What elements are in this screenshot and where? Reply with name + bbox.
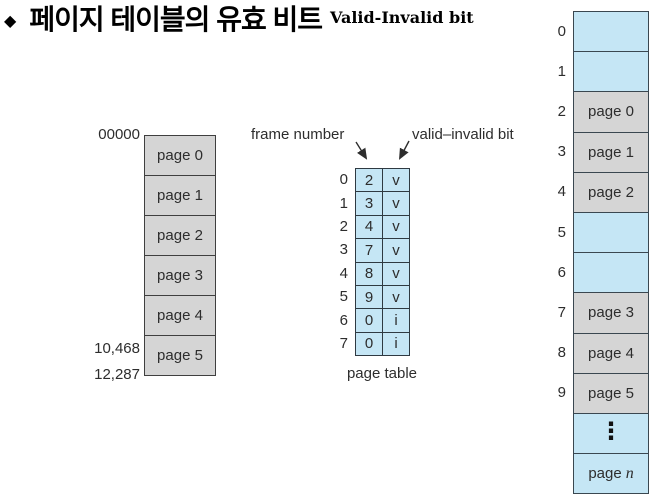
physical-frame-empty [574, 51, 648, 92]
logical-memory-box: page 0 page 1 page 2 page 3 page 4 page … [144, 135, 216, 376]
address-label-top: 00000 [98, 126, 140, 143]
valid-bit-cell: v [383, 169, 409, 192]
page-table-indices: 0 1 2 3 4 5 6 7 [326, 168, 348, 355]
page-table-index: 7 [339, 334, 348, 352]
logical-page-cell: page 4 [145, 295, 215, 335]
frame-index: 0 [557, 22, 566, 40]
logical-page-cell: page 1 [145, 175, 215, 215]
physical-memory-indices: 0 1 2 3 4 5 6 7 8 9 [540, 11, 566, 413]
physical-frame-page: page 0 [574, 91, 648, 132]
page-table-caption: page table [346, 365, 418, 382]
frame-index: 5 [557, 223, 566, 241]
physical-frame-page: page 1 [574, 131, 648, 172]
logical-page-cell: page 3 [145, 255, 215, 295]
page-table-index: 5 [339, 288, 348, 306]
page-table-index: 3 [339, 241, 348, 259]
frame-number-cell: 4 [356, 215, 383, 239]
frame-number-cell: 7 [356, 239, 383, 262]
title-english: Valid-Invalid bit [330, 8, 474, 27]
physical-frame-page: page 2 [574, 171, 648, 212]
physical-frame-page: page 4 [574, 332, 648, 373]
title-korean: 페이지 테이블의 유효 비트 [29, 4, 323, 35]
frame-number-cell: 8 [356, 262, 383, 285]
physical-frame-page: page 5 [574, 372, 648, 413]
valid-bit-cell: v [383, 262, 409, 285]
physical-frame-page: page 3 [574, 292, 648, 333]
frame-number-cell: 3 [356, 192, 383, 215]
valid-bit-cell: v [383, 239, 409, 262]
physical-frame-empty [574, 252, 648, 293]
frame-index: 3 [557, 143, 566, 161]
valid-invalid-bit-label: valid–invalid bit [412, 126, 514, 143]
frame-number-arrow [355, 141, 368, 160]
page-table-index: 2 [339, 217, 348, 235]
page-table-row: 9 v [356, 284, 409, 309]
frame-index: 8 [557, 344, 566, 362]
logical-page-cell: page 5 [145, 335, 215, 375]
page-n-variable: n [625, 464, 634, 482]
page-title: ◆ 페이지 테이블의 유효 비트 Valid-Invalid bit [4, 4, 474, 36]
page-table-row: 0 i [356, 308, 409, 332]
frame-index: 2 [557, 102, 566, 120]
physical-memory-box: page 0 page 1 page 2 page 3 page 4 page … [573, 11, 649, 495]
page-table-index: 4 [339, 264, 348, 282]
frame-index: 7 [557, 303, 566, 321]
logical-page-cell: page 2 [145, 215, 215, 255]
frame-index: 6 [557, 263, 566, 281]
page-table-row: 0 i [356, 331, 409, 356]
frame-index: 4 [557, 183, 566, 201]
valid-bit-cell: v [383, 285, 409, 309]
page-table-row: 4 v [356, 214, 409, 239]
frame-index: 9 [557, 384, 566, 402]
address-label-10468: 10,468 [94, 340, 140, 357]
page-table-row: 7 v [356, 238, 409, 262]
page-n-prefix: page [588, 465, 622, 483]
logical-page-cell: page 0 [145, 136, 215, 175]
frame-index: 1 [557, 62, 566, 80]
physical-frame-empty [574, 12, 648, 52]
frame-number-cell: 2 [356, 169, 383, 192]
valid-bit-cell: v [383, 192, 409, 215]
invalid-bit-cell: i [383, 309, 409, 332]
address-label-12287: 12,287 [94, 366, 140, 383]
frame-number-cell: 0 [356, 309, 383, 332]
valid-bit-cell: v [383, 215, 409, 239]
invalid-bit-cell: i [383, 332, 409, 356]
valid-invalid-arrow [399, 140, 410, 160]
page-table-index: 1 [339, 194, 348, 212]
page-table-index: 0 [339, 171, 348, 189]
page-table-row: 3 v [356, 191, 409, 215]
page-table-row: 8 v [356, 261, 409, 285]
physical-frame-ellipsis: ⋮ [574, 412, 648, 454]
page-table-index: 6 [339, 311, 348, 329]
vertical-ellipsis-icon: ⋮ [599, 417, 623, 445]
frame-number-cell: 0 [356, 332, 383, 356]
page-table: 2 v 3 v 4 v 7 v 8 v 9 v 0 i 0 i [355, 168, 410, 357]
physical-frame-empty [574, 211, 648, 253]
page-table-row: 2 v [356, 169, 409, 192]
frame-number-label: frame number [251, 126, 345, 143]
frame-number-cell: 9 [356, 285, 383, 309]
diamond-bullet-icon: ◆ [4, 13, 17, 30]
